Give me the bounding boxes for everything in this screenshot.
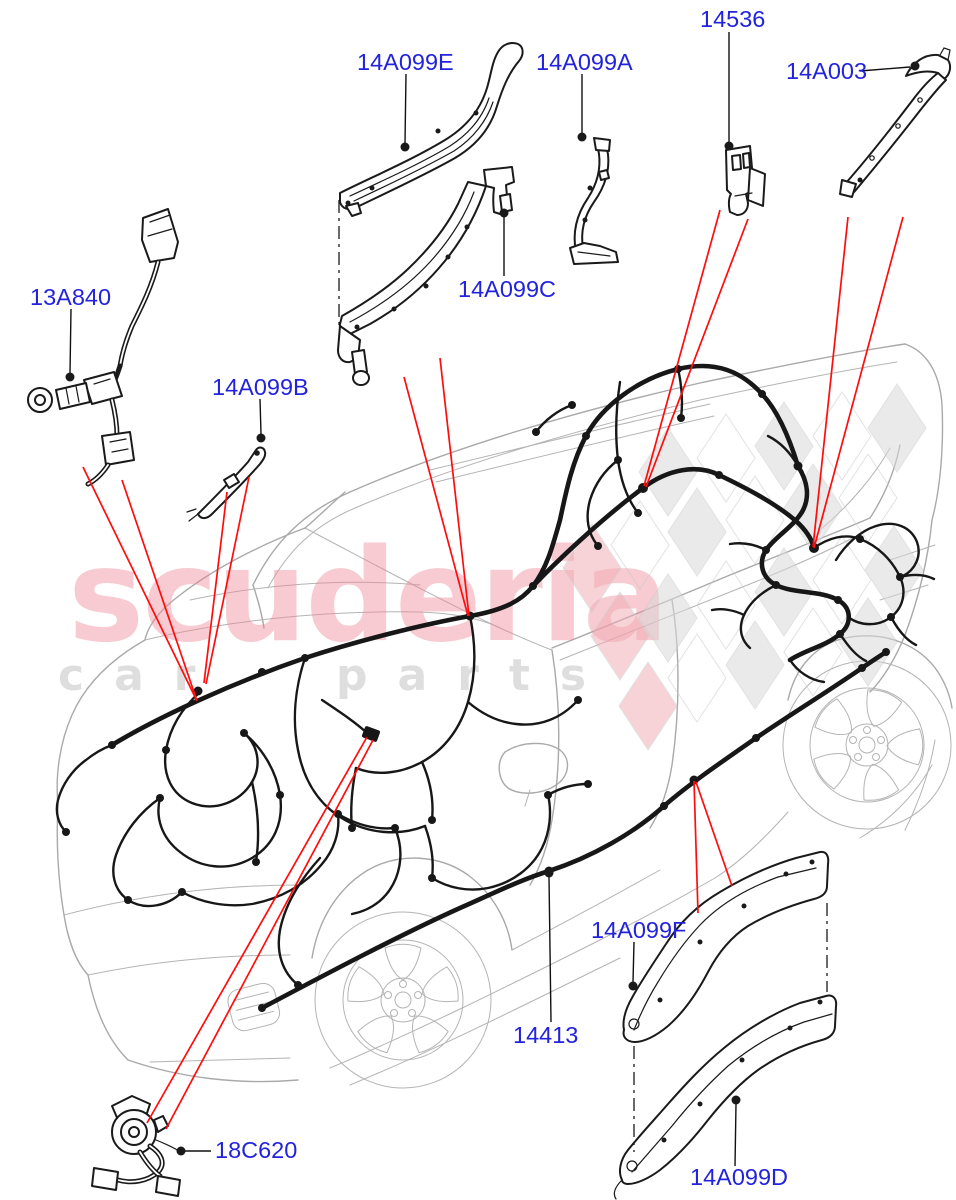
- callout-14A099E: 14A099E: [357, 49, 454, 152]
- red-line-13A840-a: [82, 466, 197, 700]
- watermark-subtext-car: car: [58, 650, 225, 701]
- callout-leader-14A099B: [259, 398, 262, 435]
- part-number-14A003[interactable]: 14A003: [786, 58, 867, 84]
- harness-connectors: [62, 365, 904, 1012]
- callout-18C620: 18C620: [176, 1137, 297, 1163]
- callout-leader-14A099D: [734, 1103, 737, 1167]
- part-number-14A099E[interactable]: 14A099E: [357, 49, 454, 75]
- front-wheel: [314, 911, 492, 1089]
- callout-14A099F: 14A099F: [591, 917, 686, 991]
- red-line-18C620-a: [146, 736, 368, 1124]
- part-number-14A099B[interactable]: 14A099B: [212, 374, 309, 400]
- callout-14A003: 14A003: [786, 58, 920, 84]
- part-drawing-14A003: [839, 47, 952, 198]
- red-line-14A099-ducts-a: [403, 376, 469, 617]
- part-drawing-14A099E: [339, 42, 524, 217]
- part-number-callouts: 14A099E 14A099A 14536 14A003 14A099C 13A…: [30, 6, 920, 1190]
- part-drawing-14A099B: [186, 446, 267, 522]
- watermark: scuderia car parts: [58, 383, 927, 751]
- watermark-brand-text: scuderia: [68, 522, 667, 671]
- callout-14413: 14413: [513, 868, 578, 1048]
- part-drawing-14A099F: [622, 850, 830, 1043]
- red-line-14536-b: [645, 218, 749, 488]
- callout-dot-13A840: [65, 372, 75, 382]
- side-mirror: [498, 742, 569, 794]
- red-locator-lines: [82, 209, 904, 1130]
- red-line-14A003-b: [813, 216, 904, 549]
- callout-dot-14A099A: [577, 132, 587, 142]
- red-line-14A099-ducts-b: [439, 357, 470, 617]
- callout-dot-14A003: [910, 61, 920, 71]
- callout-leader-14A099F: [632, 941, 635, 983]
- part-number-14A099A[interactable]: 14A099A: [536, 49, 633, 75]
- callout-14A099B: 14A099B: [212, 374, 309, 443]
- callout-dot-14A099C: [499, 208, 509, 218]
- callout-dot-18C620: [176, 1146, 186, 1156]
- red-line-14536-a: [643, 209, 721, 487]
- callout-14A099D: 14A099D: [690, 1095, 788, 1190]
- part-number-18C620[interactable]: 18C620: [215, 1137, 297, 1163]
- red-line-14A099F-b: [695, 781, 733, 887]
- callout-dot-14A099D: [731, 1095, 741, 1105]
- part-number-14A099D[interactable]: 14A099D: [690, 1164, 788, 1190]
- callout-dot-14A099B: [256, 433, 266, 443]
- red-line-14A099B-b: [205, 476, 250, 685]
- part-drawing-13A840: [27, 208, 179, 487]
- red-line-14A099F-a: [693, 780, 699, 914]
- part-number-14A099F[interactable]: 14A099F: [591, 917, 686, 943]
- callout-leader-13A840: [69, 308, 72, 374]
- watermark-subtext-parts: parts: [336, 650, 616, 701]
- part-number-13A840[interactable]: 13A840: [30, 284, 111, 310]
- part-drawing-14536: [725, 145, 766, 216]
- callout-leader-14413: [548, 876, 552, 1023]
- part-number-14536[interactable]: 14536: [700, 6, 765, 32]
- main-wiring-harness: [55, 363, 936, 1012]
- red-line-18C620-b: [165, 739, 374, 1130]
- callout-leader-14A003: [859, 66, 911, 72]
- callout-14A099C: 14A099C: [458, 208, 556, 302]
- callout-14536: 14536: [700, 6, 765, 151]
- callout-dot-14413: [544, 868, 554, 878]
- part-number-14413[interactable]: 14413: [513, 1022, 578, 1048]
- callout-14A099A: 14A099A: [536, 49, 633, 142]
- part-drawing-18C620: [91, 1095, 181, 1197]
- part-drawing-14A099C: [337, 166, 515, 386]
- callout-dot-14536: [724, 141, 734, 151]
- callout-dot-14A099E: [400, 142, 410, 152]
- callout-leader-14A099E: [404, 73, 407, 144]
- red-line-14A003-a: [812, 216, 849, 548]
- callout-13A840: 13A840: [30, 284, 111, 382]
- red-line-14A099B-a: [203, 491, 228, 684]
- red-line-13A840-b: [121, 479, 198, 702]
- callout-dot-14A099F: [628, 981, 638, 991]
- part-drawing-14A099A: [569, 137, 619, 265]
- part-number-14A099C[interactable]: 14A099C: [458, 276, 556, 302]
- part-drawing-14A099D: [613, 994, 838, 1200]
